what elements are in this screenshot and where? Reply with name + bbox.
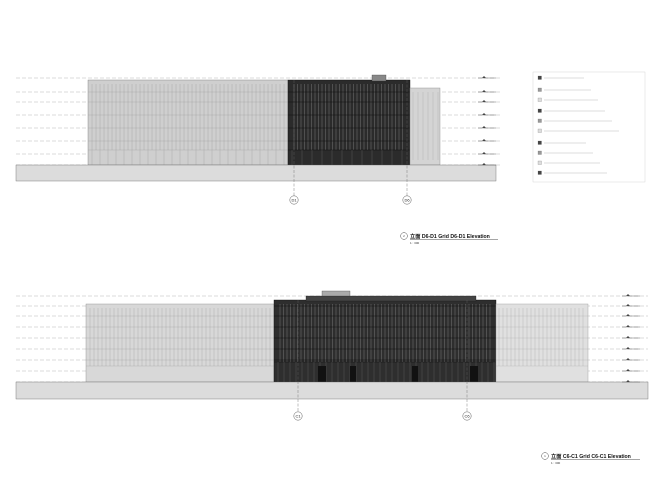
- material-legend: [532, 71, 646, 183]
- bottom-right-light-facade: [495, 303, 589, 383]
- bottom-roof-parapet: [305, 295, 477, 302]
- top-light-facade: [87, 79, 289, 166]
- bottom-grid-label-c1: C1: [295, 414, 301, 419]
- bottom-elevation-scale: 1 : 300: [551, 461, 561, 465]
- top-elevation-number: 2: [403, 234, 405, 238]
- bottom-elevation-title: 立面 C6-C1 Grid C6-C1 Elevation: [551, 452, 631, 460]
- top-elevation-title: 立面 D6-D1 Grid D6-D1 Elevation: [410, 232, 490, 240]
- bottom-ground: [15, 381, 649, 400]
- top-roof-unit: [371, 74, 387, 82]
- bottom-grid-label-c6: C6: [464, 414, 470, 419]
- top-ground: [15, 164, 497, 182]
- top-grid-label-d6: D6: [404, 198, 410, 203]
- top-elevation-scale: 1 : 300: [410, 241, 420, 245]
- bottom-level-markers: [622, 294, 640, 383]
- elevation-top: D1 D6 2 立面 D6-D1 Grid D6-D1 Elevation 1 …: [15, 74, 500, 245]
- top-grid-label-d1: D1: [291, 198, 297, 203]
- bottom-roof-unit: [321, 290, 351, 297]
- bottom-left-light-facade: [85, 303, 275, 383]
- top-level-markers: [478, 76, 496, 166]
- elevation-bottom: C1 C6 1 立面 C6-C1 Grid C6-C1 Elevation 1 …: [15, 290, 649, 465]
- top-dark-facade: [287, 79, 411, 166]
- bottom-elevation-number: 1: [544, 454, 546, 458]
- top-right-wing: [409, 87, 441, 166]
